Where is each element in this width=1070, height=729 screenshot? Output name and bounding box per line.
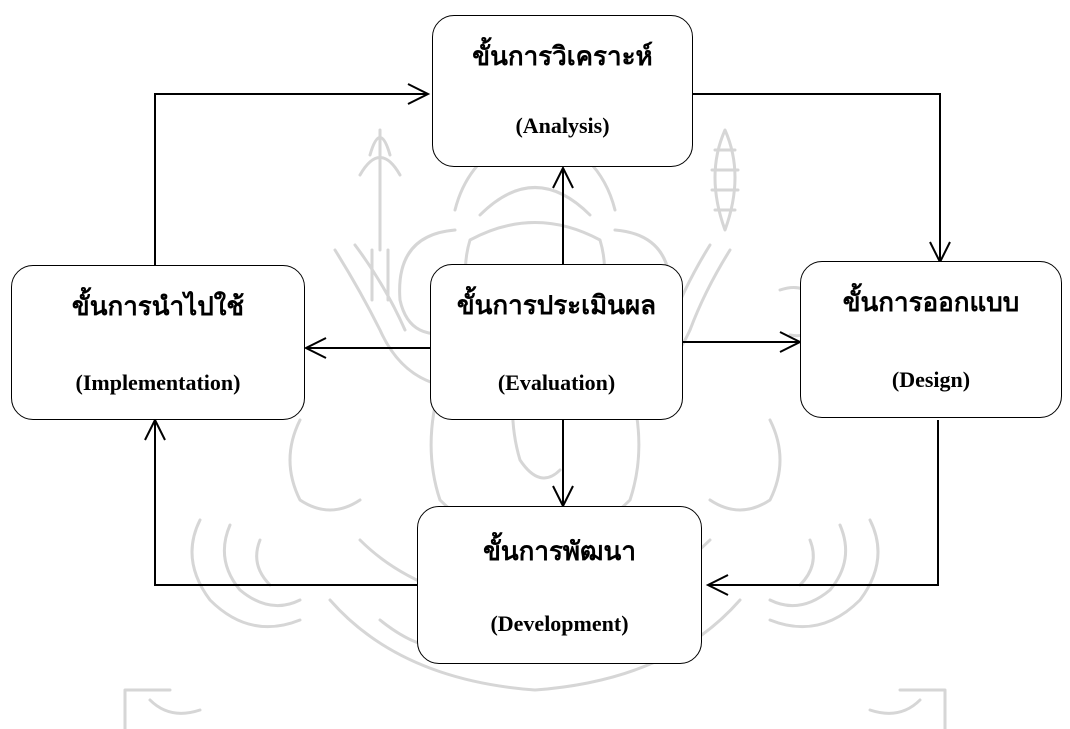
implementation-node: ขั้นการนำไปใช้ (Implementation) (11, 265, 305, 420)
arrow-design-to-development (708, 420, 939, 586)
design-thai-label: ขั้นการออกแบบ (842, 288, 1020, 318)
arrow-analysis-to-design (693, 93, 941, 262)
evaluation-thai-label: ขั้นการประเมินผล (456, 291, 657, 321)
design-node: ขั้นการออกแบบ (Design) (800, 261, 1062, 418)
arrow-implementation-to-analysis (154, 93, 428, 265)
analysis-english-label: (Analysis) (515, 113, 610, 138)
evaluation-node: ขั้นการประเมินผล (Evaluation) (430, 264, 683, 420)
evaluation-english-label: (Evaluation) (497, 370, 616, 395)
development-node: ขั้นการพัฒนา (Development) (417, 506, 702, 664)
analysis-thai-label: ขั้นการวิเคราะห์ (472, 42, 653, 72)
analysis-node: ขั้นการวิเคราะห์ (Analysis) (432, 15, 693, 167)
arrow-development-to-implementation (154, 420, 417, 586)
implementation-thai-label: ขั้นการนำไปใช้ (71, 292, 245, 322)
implementation-english-label: (Implementation) (75, 370, 241, 395)
development-thai-label: ขั้นการพัฒนา (483, 537, 636, 567)
design-english-label: (Design) (891, 367, 971, 392)
development-english-label: (Development) (490, 611, 629, 636)
